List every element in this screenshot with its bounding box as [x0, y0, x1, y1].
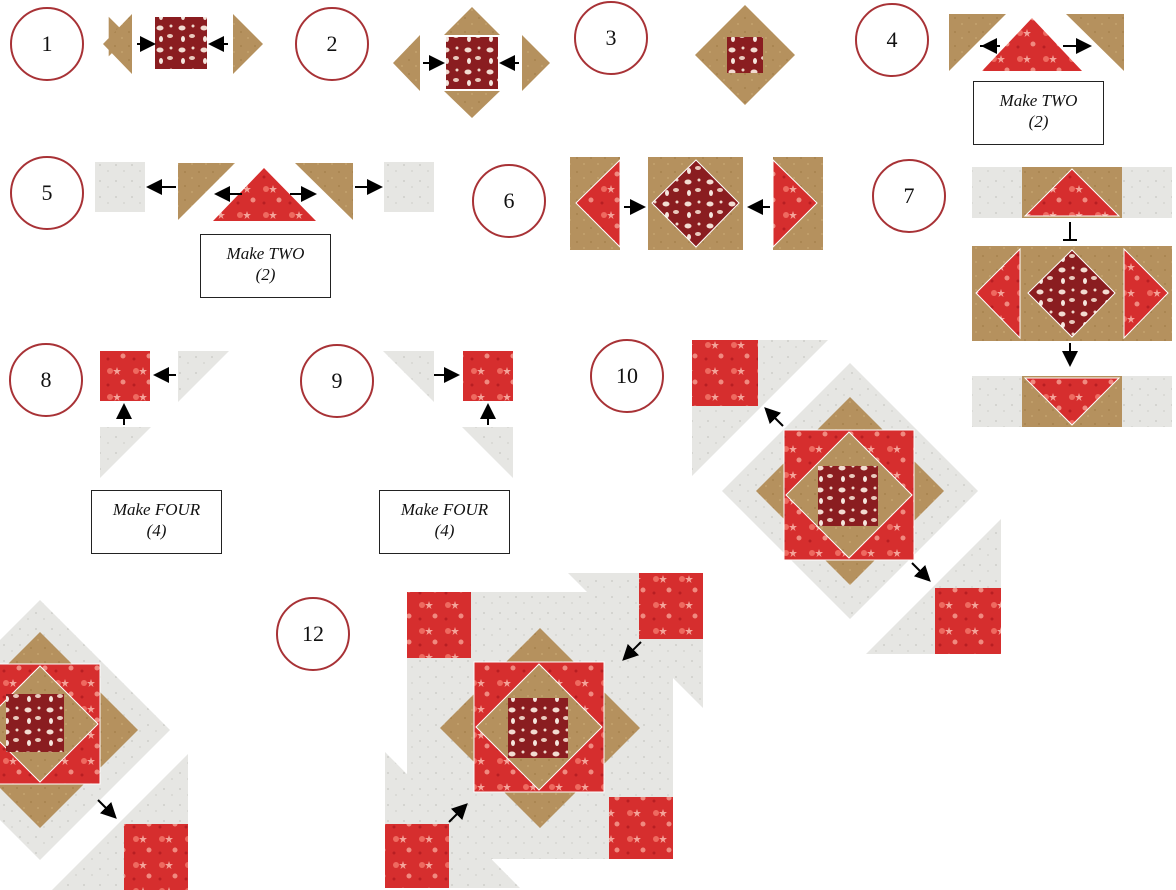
- make-two-note: Make TWO (2): [200, 234, 331, 298]
- grey-square: [384, 162, 434, 212]
- step-number: 3: [606, 25, 617, 51]
- note-label: Make TWO: [201, 243, 330, 264]
- step-4-pieces: [949, 14, 1124, 71]
- make-four-note: Make FOUR (4): [91, 490, 222, 554]
- red-corner-square: [639, 573, 703, 639]
- step-11-pieces: [0, 600, 188, 890]
- red-square: [463, 351, 513, 401]
- make-two-note: Make TWO (2): [973, 81, 1104, 145]
- tan-triangle-right: [522, 35, 550, 91]
- center-square: [446, 37, 498, 89]
- step-number: 4: [887, 27, 898, 53]
- step-8-pieces: [100, 351, 229, 478]
- step-number-circle: 4: [855, 3, 929, 77]
- center-square: [155, 17, 207, 69]
- grey-triangle-bottom: [100, 427, 151, 478]
- step-2-pieces: [393, 7, 550, 118]
- step-6-pieces: [570, 157, 823, 250]
- note-quantity: (2): [974, 111, 1103, 132]
- grey-triangle-left: [383, 351, 434, 402]
- center-square: [6, 694, 64, 752]
- grey-square: [95, 162, 145, 212]
- step-number: 6: [504, 188, 515, 214]
- tan-triangle-left-piece: [103, 14, 132, 74]
- note-label: Make TWO: [974, 90, 1103, 111]
- step-number-circle: 6: [472, 164, 546, 238]
- note-label: Make FOUR: [380, 499, 509, 520]
- step-number-circle: 7: [872, 159, 946, 233]
- step-number: 7: [904, 183, 915, 209]
- tan-triangle-bottom: [444, 91, 500, 118]
- step-number-circle: 3: [574, 1, 648, 75]
- step-3-pieces: [695, 5, 795, 105]
- red-corner-square: [124, 824, 188, 890]
- step-number-circle: 1: [10, 7, 84, 81]
- tan-triangle-right-piece: [233, 14, 263, 74]
- center-square: [727, 37, 763, 73]
- step-1-pieces: [89, 14, 263, 74]
- step-number: 8: [41, 367, 52, 393]
- arrow: [98, 800, 114, 816]
- step-number: 12: [302, 621, 324, 647]
- tan-triangle-right: [1066, 14, 1124, 71]
- step-number: 10: [616, 363, 638, 389]
- red-corner-square: [692, 340, 758, 406]
- grey-triangle-right: [178, 351, 229, 402]
- step-5-pieces: [95, 162, 434, 221]
- step-number-circle: 8: [9, 343, 83, 417]
- make-four-note: Make FOUR (4): [379, 490, 510, 554]
- red-corner-square: [407, 592, 471, 658]
- grey-triangle-bottom: [462, 427, 513, 478]
- red-corner-square: [609, 797, 673, 859]
- red-corner-square: [385, 824, 449, 888]
- center-square: [818, 466, 878, 526]
- red-corner-square: [935, 588, 1001, 654]
- arrow: [912, 563, 928, 579]
- center-square: [508, 698, 568, 758]
- step-number-circle: 12: [276, 597, 350, 671]
- note-quantity: (2): [201, 264, 330, 285]
- step-9-pieces: [383, 351, 513, 478]
- note-quantity: (4): [380, 520, 509, 541]
- note-quantity: (4): [92, 520, 221, 541]
- note-label: Make FOUR: [92, 499, 221, 520]
- red-triangle: [982, 18, 1082, 71]
- step-number: 5: [42, 180, 53, 206]
- step-number-circle: 5: [10, 156, 84, 230]
- step-number: 9: [332, 368, 343, 394]
- step-number: 1: [42, 31, 53, 57]
- step-number-circle: 10: [590, 339, 664, 413]
- red-square: [100, 351, 150, 401]
- step-7-pieces: [972, 167, 1172, 427]
- tan-triangle-left: [393, 35, 420, 91]
- tan-triangle-top: [444, 7, 500, 35]
- step-10-pieces: [692, 340, 1001, 654]
- step-number: 2: [327, 31, 338, 57]
- step-number-circle: 9: [300, 344, 374, 418]
- arrow: [767, 410, 783, 426]
- step-12-pieces: [385, 573, 703, 888]
- step-number-circle: 2: [295, 7, 369, 81]
